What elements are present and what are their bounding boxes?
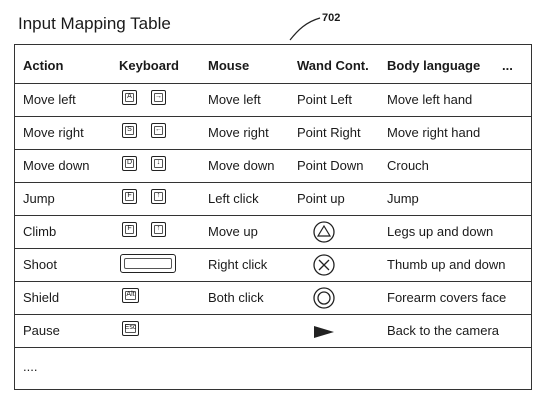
input-mapping-table: Action Keyboard Mouse Wand Cont. Body la… [14,44,532,390]
keyboard-key: F [122,189,137,204]
wand-cell: Point Down [297,158,364,173]
key-label: Alt [126,291,135,298]
table-row: Move down D ↓ Move down Point Down Crouch [15,149,531,183]
body-language-cell: Move left hand [387,92,473,107]
header-keyboard: Keyboard [119,58,179,73]
action-cell: Pause [23,323,60,338]
key-label: ↓ [156,159,161,166]
keyboard-key: ← [151,123,166,138]
mouse-cell: Both click [208,290,264,305]
wand-cell: Point Right [297,125,361,140]
key-label: F [127,192,132,199]
key-label: ↑ [156,192,161,199]
key-label: ← [155,126,162,133]
key-label: S [127,126,132,133]
keyboard-key: → [151,90,166,105]
key-label: → [155,93,162,100]
wand-cell: Point Left [297,92,352,107]
header-mouse: Mouse [208,58,250,73]
action-cell: Move left [23,92,76,107]
table-row: Move left A → Move left Point Left Move left … [15,83,531,117]
header-more: ... [502,58,513,73]
mouse-cell: Right click [208,257,268,272]
body-language-cell: Back to the camera [387,323,499,338]
keyboard-key: Alt [122,288,139,303]
table-row: Shoot Right click Thumb up and down [15,248,531,282]
action-cell: Climb [23,224,57,239]
keyboard-key: ↑ [151,189,166,204]
table-row: Move right S ← Move right Point Right Move ri… [15,116,531,150]
mouse-cell: Move right [208,125,269,140]
body-language-cell: Forearm covers face [387,290,507,305]
body-language-cell: Jump [387,191,419,206]
key-label: Esc [124,324,137,331]
mouse-cell: Move left [208,92,261,107]
x-in-circle-icon [313,254,335,276]
spacebar-key [120,254,176,273]
keyboard-key: Esc [122,321,139,336]
keyboard-key: ↓ [151,156,166,171]
action-cell: Move right [23,125,84,140]
mouse-cell: Move down [208,158,275,173]
keyboard-key: D [122,156,137,171]
table-row: Jump F ↑ Left click Point up Jump [15,182,531,216]
table-title: Input Mapping Table [18,14,171,33]
reference-label: 702 [322,12,341,24]
action-cell: Shield [23,290,60,305]
triangle-in-circle-icon [313,221,335,243]
key-label: ↑ [156,225,161,232]
reference-leader-line [289,17,321,41]
play-triangle-icon [314,326,334,338]
keyboard-key: S [122,123,137,138]
key-label: D [126,159,133,166]
mouse-cell: Move up [208,224,258,239]
body-language-cell: Move right hand [387,125,481,140]
header-wand: Wand Cont. [297,58,369,73]
key-label: A [127,93,132,100]
table-row: Pause Esc Back to the camera [15,314,531,348]
table-header: Action Keyboard Mouse Wand Cont. Body la… [15,45,531,84]
header-body-language: Body language [387,58,481,73]
body-language-cell: Crouch [387,158,429,173]
body-language-cell: Legs up and down [387,224,494,239]
trailing-row: .... [23,359,38,374]
table-row: Climb F ↑ Move up Legs up and down [15,215,531,249]
action-cell: Jump [23,191,55,206]
action-cell: Move down [23,158,90,173]
action-cell: Shoot [23,257,57,272]
mouse-cell: Left click [208,191,259,206]
circle-in-circle-icon [313,287,335,309]
header-action: Action [23,58,64,73]
key-label: F [127,225,132,232]
keyboard-key: A [122,90,137,105]
keyboard-key: ↑ [151,222,166,237]
wand-cell: Point up [297,191,345,206]
keyboard-key: F [122,222,137,237]
body-language-cell: Thumb up and down [387,257,506,272]
table-row: Shield Alt Both click Forearm covers face [15,281,531,315]
